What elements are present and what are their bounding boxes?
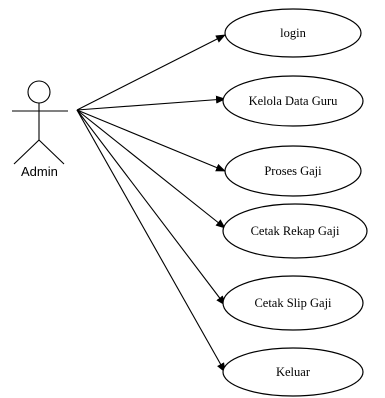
association-login — [76, 34, 226, 111]
association-kelola-data-guru — [76, 95, 226, 111]
use-case-proses-gaji: Proses Gaji — [224, 145, 362, 197]
use-case-cetak-slip-gaji: Cetak Slip Gaji — [222, 275, 364, 331]
association-proses-gaji — [76, 109, 226, 172]
associations — [76, 34, 226, 373]
actor-right-leg — [38, 139, 65, 165]
use-case-kelola-data-guru: Kelola Data Guru — [222, 75, 364, 127]
association-keluar — [76, 109, 226, 373]
association-cetak-slip-gaji — [76, 109, 226, 306]
use-case-label: Keluar — [276, 365, 311, 379]
actor-admin: Admin — [12, 80, 68, 179]
actor-head — [27, 80, 51, 104]
use-case-label: Proses Gaji — [264, 164, 322, 178]
use-case-keluar: Keluar — [222, 347, 364, 397]
use-case-ellipse — [222, 347, 364, 397]
actor-label: Admin — [21, 164, 58, 179]
use-case-label: Kelola Data Guru — [249, 94, 339, 108]
use-case-login: login — [224, 8, 362, 58]
use-case-ellipse — [222, 75, 364, 127]
use-case-ellipse — [224, 8, 362, 58]
use-case-ellipse — [224, 145, 362, 197]
association-cetak-rekap-gaji — [76, 109, 226, 229]
use-case-cetak-rekap-gaji: Cetak Rekap Gaji — [222, 203, 368, 259]
use-case-ellipse — [222, 275, 364, 331]
actor-left-leg — [13, 139, 40, 165]
use-case-label: Cetak Slip Gaji — [254, 296, 332, 310]
use-case-ellipse — [222, 203, 368, 259]
use-case-label: login — [280, 26, 306, 40]
use-case-label: Cetak Rekap Gaji — [251, 224, 340, 238]
